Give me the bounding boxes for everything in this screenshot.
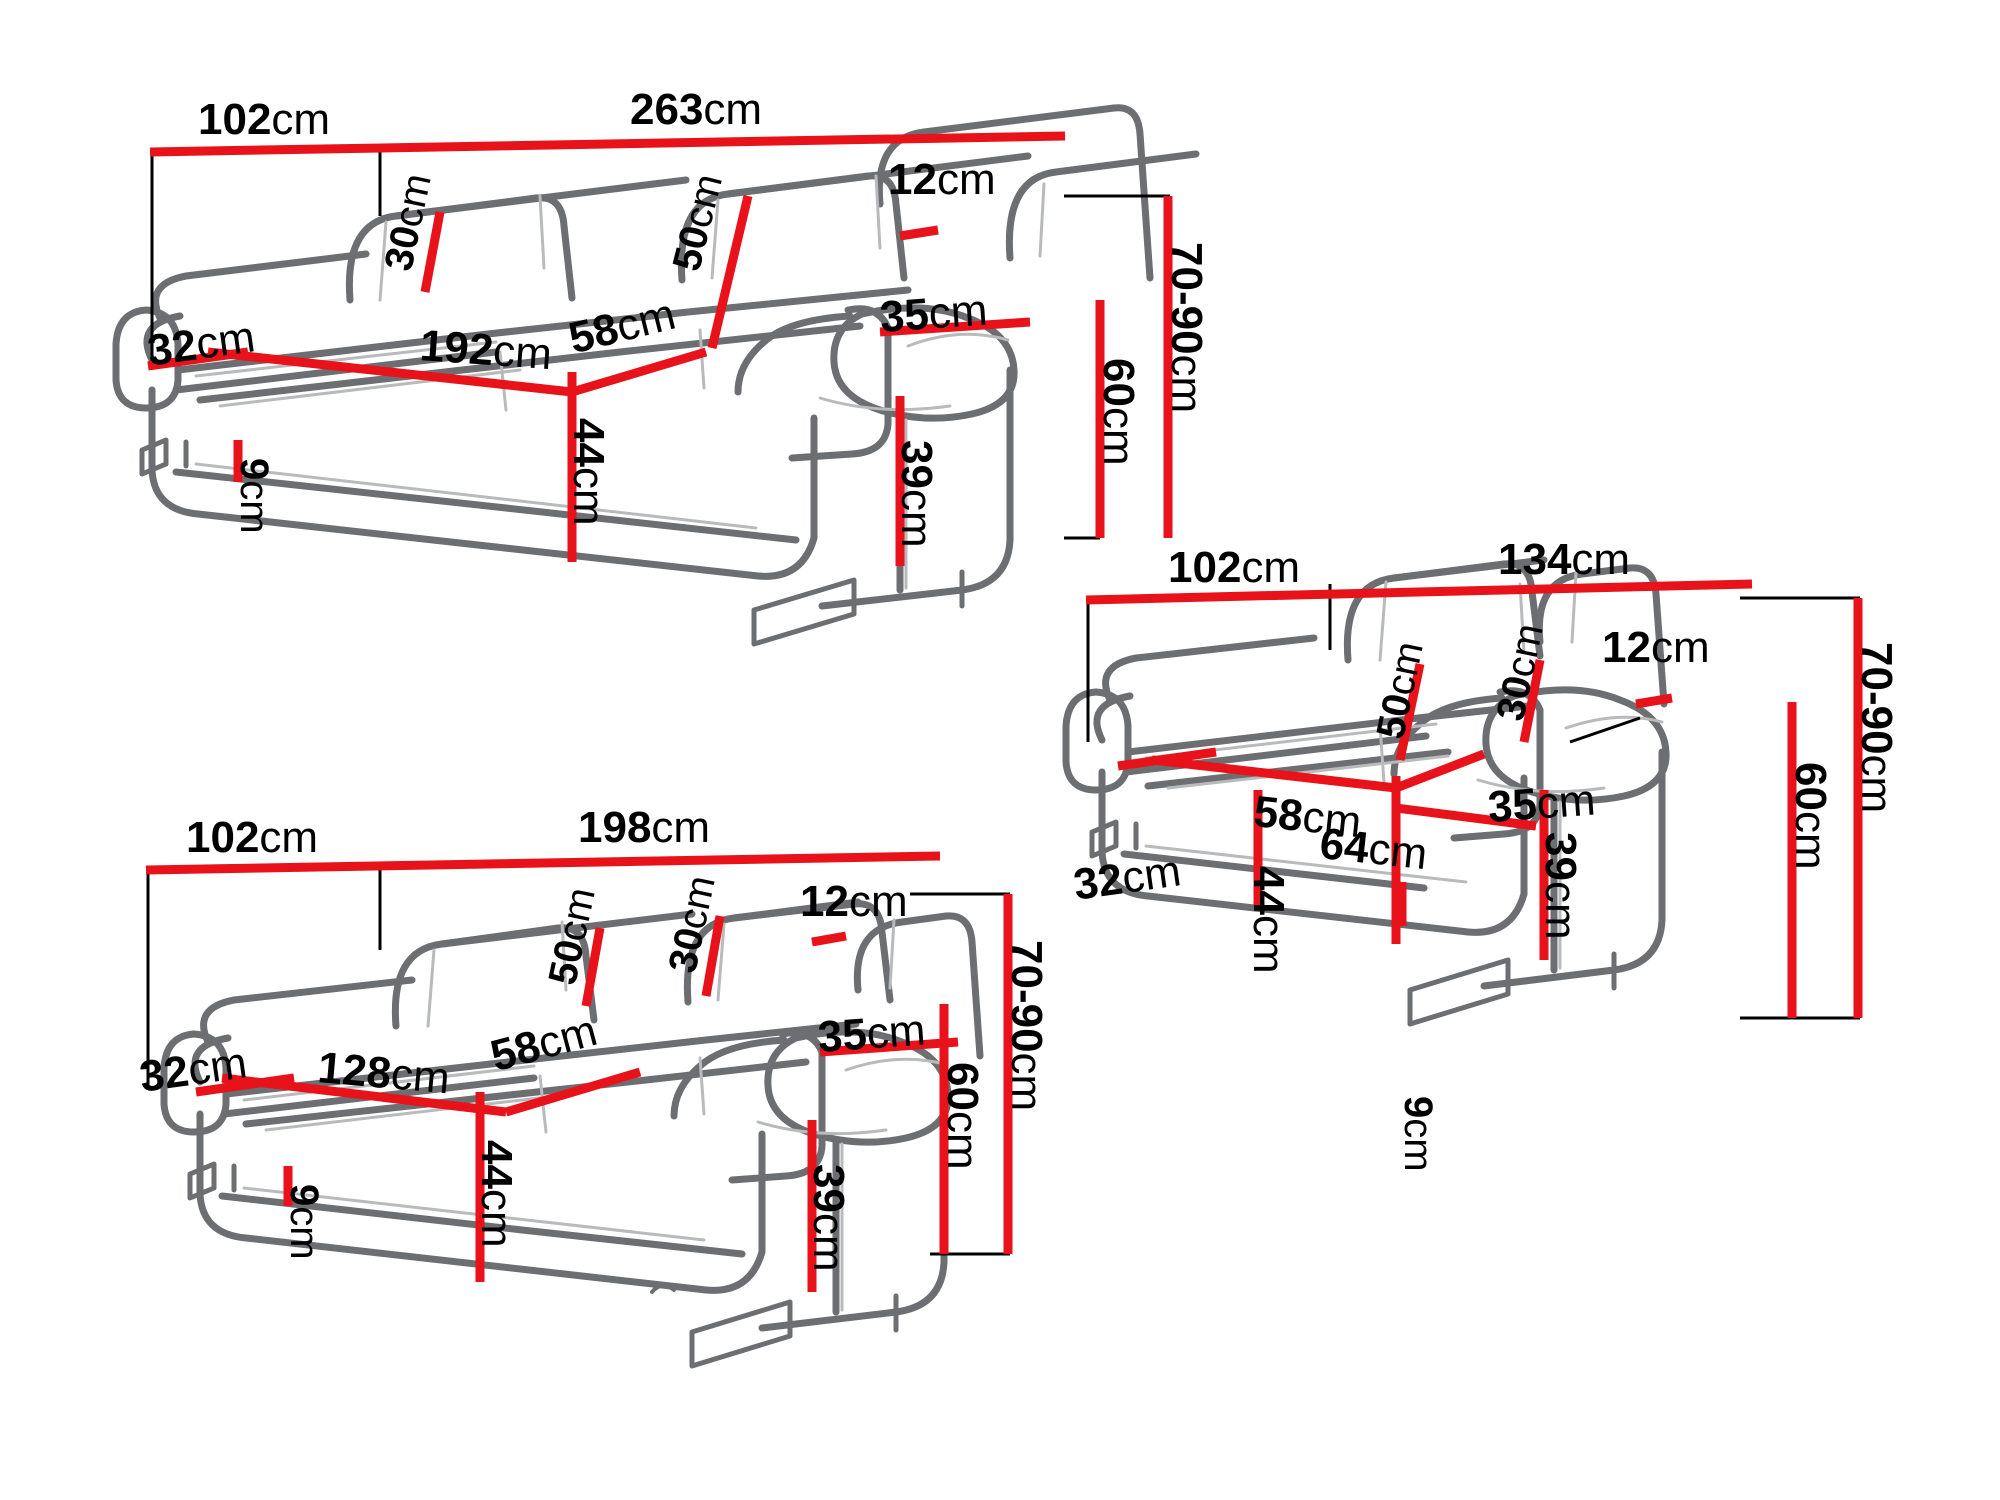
label-armchair-seat-width-64: 64cm (1317, 819, 1430, 880)
label-sofa3-width-263: 263cm (630, 85, 763, 134)
label-sofa3-total-height-70-90: 70-90cm (1162, 242, 1211, 414)
label-sofa3-depth-102: 102cm (198, 95, 331, 144)
label-armchair-arm-top-39: 39cm (1536, 832, 1585, 940)
label-armchair-back-height-60: 60cm (1786, 762, 1835, 870)
label-armchair-armrest-35: 35cm (1486, 775, 1598, 832)
label-sofa3-leg-height-9: 9cm (232, 458, 276, 534)
label-sofa2-total-height-70-90: 70-90cm (1002, 940, 1051, 1112)
label-sofa3-arm-top-39: 39cm (892, 440, 941, 548)
label-sofa3-back-height-60: 60cm (1094, 358, 1143, 466)
label-armchair-seat-height-44: 44cm (1244, 866, 1293, 974)
label-armchair-headrest-thickness-12: 12cm (1602, 623, 1710, 672)
label-sofa3-armrest-35: 35cm (878, 285, 990, 342)
label-sofa3-seat-height-44: 44cm (564, 418, 613, 526)
label-sofa2-headrest-thickness-12: 12cm (800, 877, 908, 926)
label-armchair-total-height-70-90: 70-90cm (1852, 642, 1901, 814)
label-sofa2-depth-102: 102cm (186, 813, 319, 862)
label-sofa2-leg-height-9: 9cm (282, 1184, 326, 1260)
label-sofa2-seat-width-128: 128cm (315, 1043, 452, 1104)
label-armchair-depth-102: 102cm (1168, 543, 1301, 592)
label-sofa2-armrest-35: 35cm (816, 1005, 928, 1062)
label-armchair-width-134: 134cm (1498, 535, 1631, 584)
label-armchair-leg-height-9: 9cm (1396, 1096, 1440, 1172)
label-sofa3-seat-width-192: 192cm (418, 321, 554, 380)
label-sofa3-headrest-thickness-12: 12cm (888, 155, 996, 204)
label-sofa2-back-height-60: 60cm (938, 1062, 987, 1170)
label-sofa2-width-198: 198cm (578, 803, 711, 852)
label-sofa2-arm-top-39: 39cm (804, 1164, 853, 1272)
label-sofa2-seat-height-44: 44cm (472, 1140, 521, 1248)
